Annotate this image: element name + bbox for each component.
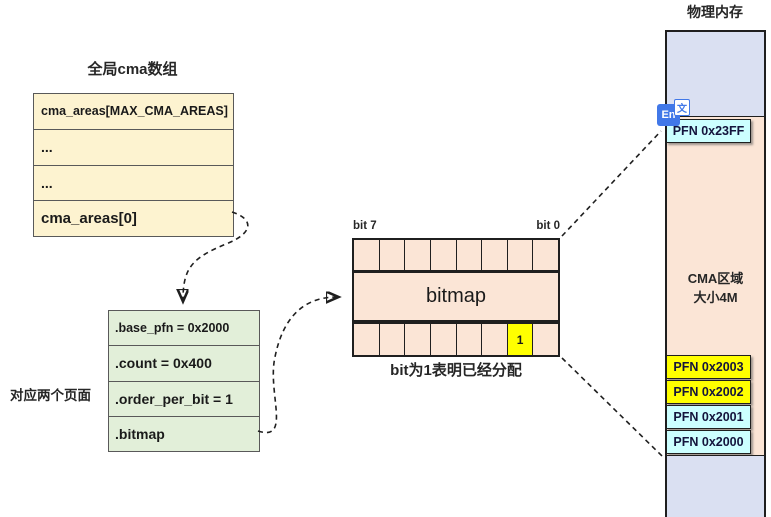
bitmap-bit-cell [380, 324, 406, 355]
line-bitmap-to-pfn2000 [561, 357, 663, 457]
struct-field-bitmap: .bitmap [115, 425, 165, 442]
pfn-cell-top: PFN 0x23FF [666, 119, 751, 143]
cma-region-label-line2: 大小4M [693, 290, 738, 305]
bitmap-bit-cell [482, 240, 508, 270]
bitmap-center-box: bitmap [352, 271, 560, 322]
bitmap-bit-cell [533, 324, 558, 355]
arrow-bitmap-field-to-bitmap [257, 297, 337, 434]
pfn-cell: PFN 0x2002 [666, 380, 751, 404]
bitmap-bit-cell [457, 240, 483, 270]
struct-field-base-pfn: .base_pfn = 0x2000 [109, 311, 259, 347]
translate-icon-zh: 文 [674, 99, 690, 116]
bitmap-bit-cell [457, 324, 483, 355]
order-per-bit-note: 对应两个页面 [10, 388, 91, 403]
global-array-title: 全局cma数组 [87, 61, 178, 78]
pfn-cell: PFN 0x2001 [666, 405, 751, 429]
cma-array-row-0: cma_areas[0] [41, 210, 137, 228]
bitmap-bottom-row: 1 [352, 322, 560, 357]
struct-field-order-per-bit: .order_per_bit = 1 [109, 382, 259, 417]
bitmap-bit-cell [354, 240, 380, 270]
bitmap-bit-cell [405, 240, 431, 270]
physical-memory-title: 物理内存 [687, 4, 743, 20]
bit7-label: bit 7 [353, 220, 377, 232]
struct-field-count: .count = 0x400 [109, 346, 259, 382]
bit0-label: bit 0 [536, 220, 560, 232]
bitmap-bit-cell [380, 240, 406, 270]
cma-region-label-line1: CMA区域 [687, 271, 744, 286]
bitmap-caption: bit为1表明已经分配 [390, 362, 522, 379]
memory-region-below-cma [667, 455, 764, 517]
pfn-cell: PFN 0x2003 [666, 355, 751, 379]
bitmap-bit-cell [508, 240, 534, 270]
cma-array-row-ellipsis: ... [34, 130, 233, 166]
bitmap-bit-cell [482, 324, 508, 355]
bitmap-bit-cell [405, 324, 431, 355]
cma-struct-box: .base_pfn = 0x2000 .count = 0x400 .order… [108, 310, 260, 452]
cma-region-label: CMA区域 大小4M [667, 269, 764, 307]
cma-array-row-ellipsis: ... [34, 166, 233, 202]
line-bit0-to-pfn23ff [561, 130, 662, 237]
bitmap-bit-cell [533, 240, 558, 270]
pfn-cell: PFN 0x2000 [666, 430, 751, 454]
bitmap-bit-cell [354, 324, 380, 355]
cma-array-row-max: cma_areas[MAX_CMA_AREAS] [34, 94, 233, 130]
bitmap-bit-cell-allocated: 1 [507, 324, 534, 355]
bitmap-bit-cell [431, 240, 457, 270]
bitmap-top-row [352, 238, 560, 272]
global-cma-array-box: cma_areas[MAX_CMA_AREAS] ... ... cma_are… [33, 93, 234, 237]
translate-icon[interactable]: En 文 [657, 99, 690, 128]
bitmap-bit-cell [431, 324, 457, 355]
